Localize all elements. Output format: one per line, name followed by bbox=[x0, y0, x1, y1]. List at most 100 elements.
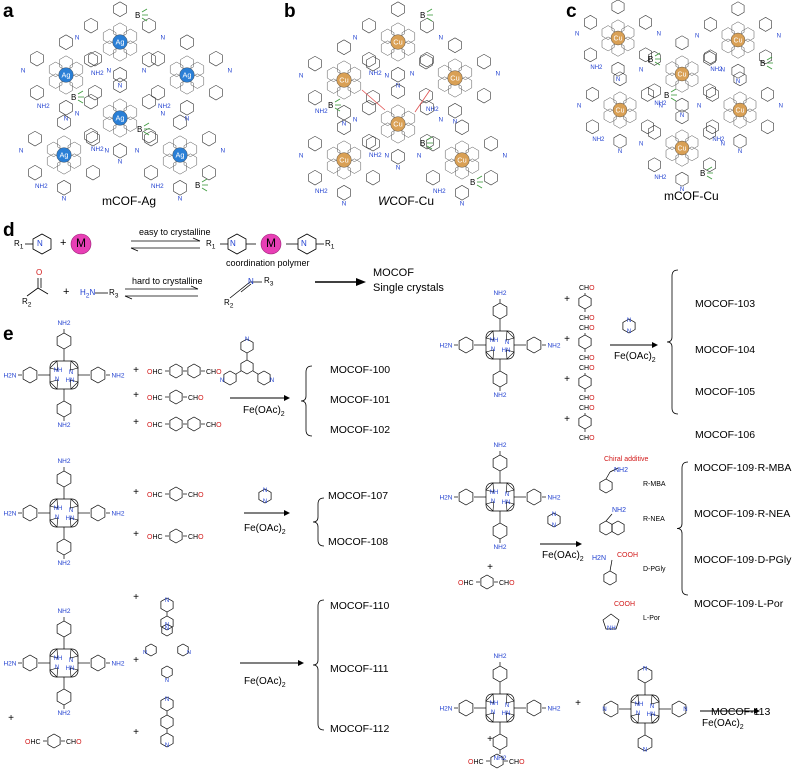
core-n: N bbox=[505, 492, 509, 498]
imine-n: N bbox=[695, 34, 699, 40]
imine-n: N bbox=[577, 104, 581, 110]
product-label: MOCOF-107 bbox=[328, 490, 389, 502]
plus-sign: + bbox=[487, 734, 493, 745]
ohc-label: OHC bbox=[25, 739, 41, 746]
panel-letter-e: e bbox=[3, 324, 14, 345]
polymer-r1-left: R1 bbox=[206, 239, 216, 251]
h2n-label: H2N bbox=[439, 343, 452, 350]
imine-n: N bbox=[228, 67, 233, 74]
imine-n: N bbox=[616, 77, 620, 83]
h2n-label: H2N bbox=[439, 706, 452, 713]
plus-sign: + bbox=[133, 417, 139, 428]
nh2-label: NH2 bbox=[592, 137, 605, 143]
nh2-label: NH2 bbox=[57, 560, 70, 567]
metal-label: Ag bbox=[116, 38, 125, 47]
metal-label: Ag bbox=[116, 114, 125, 123]
imine-n: N bbox=[680, 113, 684, 119]
nh2-label: NH2 bbox=[57, 422, 70, 429]
cho-label: CHO bbox=[579, 285, 595, 292]
core-hn: HN bbox=[502, 711, 511, 717]
nh2-label: NH2 bbox=[426, 106, 439, 113]
pgly-h2n: H2N bbox=[592, 555, 606, 562]
nh2-label: NH2 bbox=[35, 183, 48, 190]
arrow-group-2 bbox=[610, 342, 658, 348]
imine-n: N bbox=[503, 152, 508, 159]
pyridyl-n: N bbox=[165, 622, 169, 628]
arrow-label-hard: hard to crystalline bbox=[132, 276, 203, 286]
nh2-label: NH2 bbox=[111, 373, 124, 380]
imine-n: N bbox=[161, 110, 166, 117]
plus-d-bottom: + bbox=[63, 286, 70, 298]
arrow-group-1 bbox=[230, 395, 290, 401]
bf4-label: B bbox=[760, 59, 765, 68]
core-hn: HN bbox=[66, 516, 75, 522]
core-n: N bbox=[636, 711, 640, 717]
metal-label: Cu bbox=[393, 38, 402, 47]
imine-n: N bbox=[439, 116, 444, 123]
metal-label: Cu bbox=[457, 156, 466, 165]
core-nh: NH bbox=[635, 702, 644, 708]
imine-n: N bbox=[19, 147, 24, 154]
h2n-label: H2N bbox=[3, 511, 16, 518]
plus-sign: + bbox=[564, 374, 570, 385]
polymer-n-right: N bbox=[301, 239, 307, 248]
caption-mcof-ag: mCOF-Ag bbox=[102, 194, 156, 208]
imine-n: N bbox=[64, 115, 69, 122]
imine-n: N bbox=[107, 67, 112, 74]
catalyst-group-3: Fe(OAc)2 bbox=[244, 523, 286, 536]
bipyridine-linker-5: NN bbox=[160, 597, 174, 632]
bf4-label: B bbox=[135, 11, 140, 20]
core-hn: HN bbox=[66, 666, 75, 672]
nh2-label: NH2 bbox=[547, 706, 560, 713]
ohc-label: OHC bbox=[147, 422, 163, 429]
imine-n: N bbox=[221, 147, 226, 154]
pyridyl-n: N bbox=[165, 678, 169, 684]
plus-sign: + bbox=[8, 713, 14, 724]
bf4-label: B bbox=[700, 169, 705, 178]
core-n: N bbox=[55, 515, 59, 521]
chiral-item: D-PGly bbox=[643, 566, 666, 573]
cho-label: CHO bbox=[579, 435, 595, 442]
core-n: N bbox=[505, 340, 509, 346]
cho-label: CHO bbox=[188, 492, 204, 499]
pyrazine-n: N bbox=[627, 318, 631, 324]
product-label: MOCOF-106 bbox=[695, 429, 756, 441]
cho-label: CHO bbox=[579, 365, 595, 372]
bf4-label: B bbox=[420, 139, 425, 148]
imine-n: N bbox=[639, 68, 643, 74]
cho-label: CHO bbox=[499, 580, 515, 587]
nh2-label: NH2 bbox=[493, 653, 506, 660]
metal-label: Cu bbox=[734, 38, 743, 45]
imine-n: N bbox=[639, 142, 643, 148]
mocof-result-1: MOCOF bbox=[373, 267, 414, 279]
nh2-label: NH2 bbox=[369, 70, 382, 77]
imine-n: N bbox=[135, 147, 140, 154]
imine-n: N bbox=[410, 70, 415, 77]
nea-nh2: NH2 bbox=[612, 507, 626, 514]
imine-n: N bbox=[299, 152, 304, 159]
mocof-result-2: Single crystals bbox=[373, 282, 444, 294]
nh2-label: NH2 bbox=[547, 343, 560, 350]
imine-n: N bbox=[396, 82, 401, 89]
core-n: N bbox=[55, 377, 59, 383]
imine-n: N bbox=[736, 79, 740, 85]
cho-label: CHO bbox=[188, 395, 204, 402]
brace-group-4 bbox=[676, 461, 689, 596]
panel-letter-a: a bbox=[3, 1, 14, 22]
nh2-label: NH2 bbox=[37, 103, 50, 110]
core-nh: NH bbox=[54, 506, 63, 512]
terpyridine-linker-5: NN bbox=[160, 696, 174, 749]
cho-label: CHO bbox=[509, 759, 525, 766]
